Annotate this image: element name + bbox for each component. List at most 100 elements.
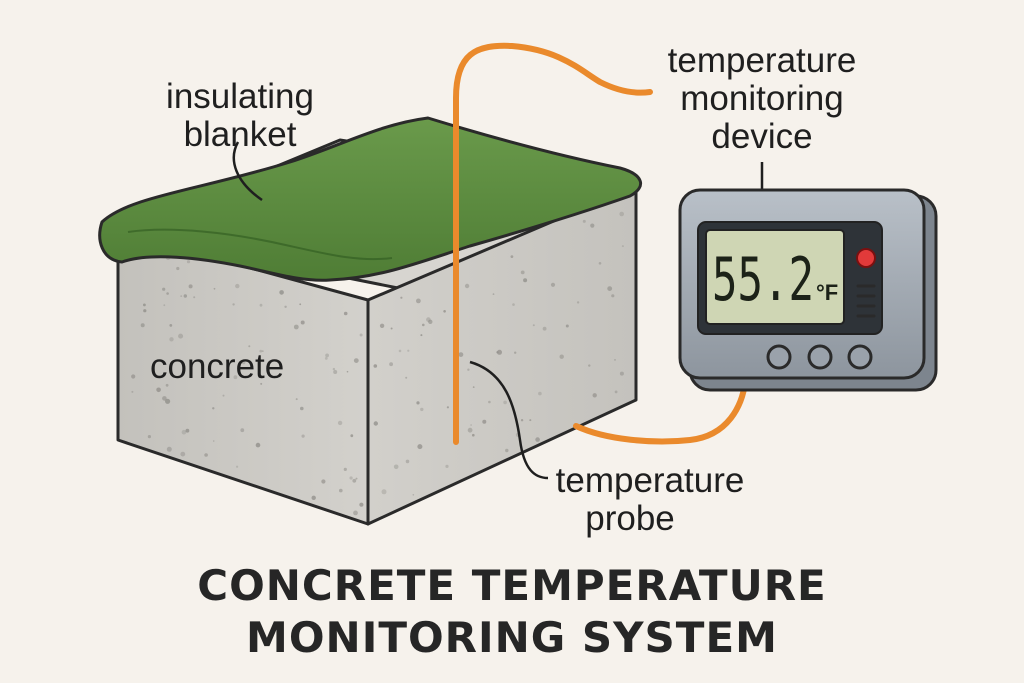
concrete-speckle bbox=[248, 345, 251, 348]
concrete-speckle bbox=[169, 337, 174, 342]
concrete-speckle bbox=[505, 448, 509, 453]
concrete-speckle bbox=[143, 303, 146, 307]
concrete-speckle bbox=[346, 370, 349, 373]
probe-leader-line bbox=[469, 360, 549, 480]
concrete-speckle bbox=[353, 510, 358, 516]
concrete-speckle bbox=[445, 464, 449, 468]
concrete-speckle bbox=[163, 304, 166, 307]
concrete-speckle bbox=[373, 364, 378, 368]
concrete-speckle bbox=[458, 352, 464, 357]
concrete-speckle bbox=[373, 421, 378, 426]
concrete-speckle bbox=[588, 364, 591, 367]
concrete-speckle bbox=[193, 296, 196, 299]
concrete-speckle bbox=[165, 383, 169, 387]
device-button-1[interactable] bbox=[766, 344, 792, 370]
concrete-speckle bbox=[279, 290, 284, 295]
device-cable bbox=[573, 371, 749, 445]
concrete-speckle bbox=[428, 319, 433, 324]
concrete-speckle bbox=[293, 324, 299, 330]
concrete-speckle bbox=[236, 465, 239, 468]
concrete-speckle bbox=[240, 428, 245, 433]
concrete-speckle bbox=[359, 333, 363, 337]
concrete-speckle bbox=[538, 391, 542, 396]
concrete-speckle bbox=[488, 400, 491, 404]
concrete-speckle bbox=[492, 293, 495, 295]
concrete-speckle bbox=[212, 440, 215, 442]
concrete-speckle bbox=[352, 478, 357, 483]
concrete-speckle bbox=[420, 334, 423, 337]
probe-wire bbox=[453, 42, 653, 445]
concrete-speckle bbox=[220, 363, 224, 366]
blanket-leader-line bbox=[232, 141, 263, 202]
indicator-light bbox=[856, 248, 876, 268]
device-button-3[interactable] bbox=[847, 344, 873, 370]
concrete-speckle bbox=[332, 367, 336, 371]
concrete-speckle bbox=[349, 476, 353, 480]
concrete-speckle bbox=[255, 442, 261, 448]
concrete-speckle bbox=[523, 278, 528, 283]
concrete-speckle bbox=[147, 435, 151, 439]
label-temperature-probe-2: probe bbox=[585, 499, 675, 538]
speaker-grille bbox=[856, 284, 876, 318]
concrete-speckle bbox=[467, 368, 470, 371]
concrete-speckle bbox=[590, 223, 595, 228]
device-lcd bbox=[705, 229, 845, 325]
concrete-speckle bbox=[582, 219, 586, 223]
concrete-speckle bbox=[550, 282, 556, 287]
concrete-speckle bbox=[325, 353, 329, 358]
title-line-1: CONCRETE TEMPERATURE bbox=[197, 561, 826, 610]
concrete-speckle bbox=[379, 323, 385, 328]
concrete-speckle bbox=[535, 437, 540, 442]
concrete-speckle bbox=[324, 357, 328, 360]
concrete-speckle bbox=[321, 479, 326, 484]
concrete-speckle bbox=[542, 326, 547, 331]
concrete-speckle bbox=[607, 286, 613, 291]
concrete-speckle bbox=[337, 420, 343, 426]
blanket-fold-line bbox=[127, 228, 393, 261]
concrete-speckle bbox=[470, 424, 472, 426]
concrete-speckle bbox=[510, 255, 514, 258]
concrete-speckle bbox=[400, 296, 403, 299]
concrete-speckle bbox=[339, 488, 343, 493]
concrete-speckle bbox=[420, 407, 424, 412]
label-concrete: concrete bbox=[150, 347, 284, 386]
concrete-speckle bbox=[565, 324, 569, 328]
concrete-speckle bbox=[299, 303, 302, 306]
concrete-speckle bbox=[412, 494, 415, 496]
concrete-speckle bbox=[355, 477, 358, 480]
concrete-speckle bbox=[162, 396, 167, 401]
concrete-speckle bbox=[532, 324, 535, 327]
temperature-monitoring-device: 55.2 °F bbox=[678, 188, 938, 392]
concrete-speckle bbox=[416, 401, 420, 405]
label-monitoring-device-2: monitoring bbox=[680, 79, 843, 118]
concrete-speckle bbox=[259, 303, 263, 307]
concrete-speckle bbox=[188, 284, 193, 289]
concrete-speckle bbox=[614, 390, 618, 394]
concrete-speckle bbox=[212, 407, 215, 410]
concrete-speckle bbox=[343, 311, 348, 316]
concrete-speckle bbox=[162, 287, 166, 291]
concrete-speckle bbox=[165, 398, 171, 404]
concrete-speckle bbox=[422, 323, 425, 327]
concrete-speckle bbox=[359, 502, 364, 507]
concrete-speckle bbox=[514, 351, 517, 354]
concrete-speckle bbox=[260, 382, 263, 385]
concrete-speckle bbox=[232, 303, 235, 306]
device-unit: °F bbox=[816, 280, 838, 305]
concrete-speckle bbox=[390, 327, 393, 330]
concrete-speckle bbox=[156, 387, 161, 393]
device-button-2[interactable] bbox=[807, 344, 833, 370]
concrete-speckle bbox=[169, 324, 173, 327]
concrete-speckle bbox=[614, 359, 616, 361]
concrete-speckle bbox=[180, 451, 186, 457]
concrete-speckle bbox=[405, 376, 408, 379]
concrete-speckle bbox=[497, 349, 502, 355]
concrete-speckle bbox=[503, 400, 507, 405]
concrete-speckle bbox=[176, 266, 180, 271]
concrete-speckle bbox=[259, 349, 263, 353]
concrete-speckle bbox=[204, 453, 208, 457]
concrete-speckle bbox=[520, 270, 525, 275]
concrete-speckle bbox=[512, 303, 515, 306]
concrete-speckle bbox=[611, 294, 615, 298]
